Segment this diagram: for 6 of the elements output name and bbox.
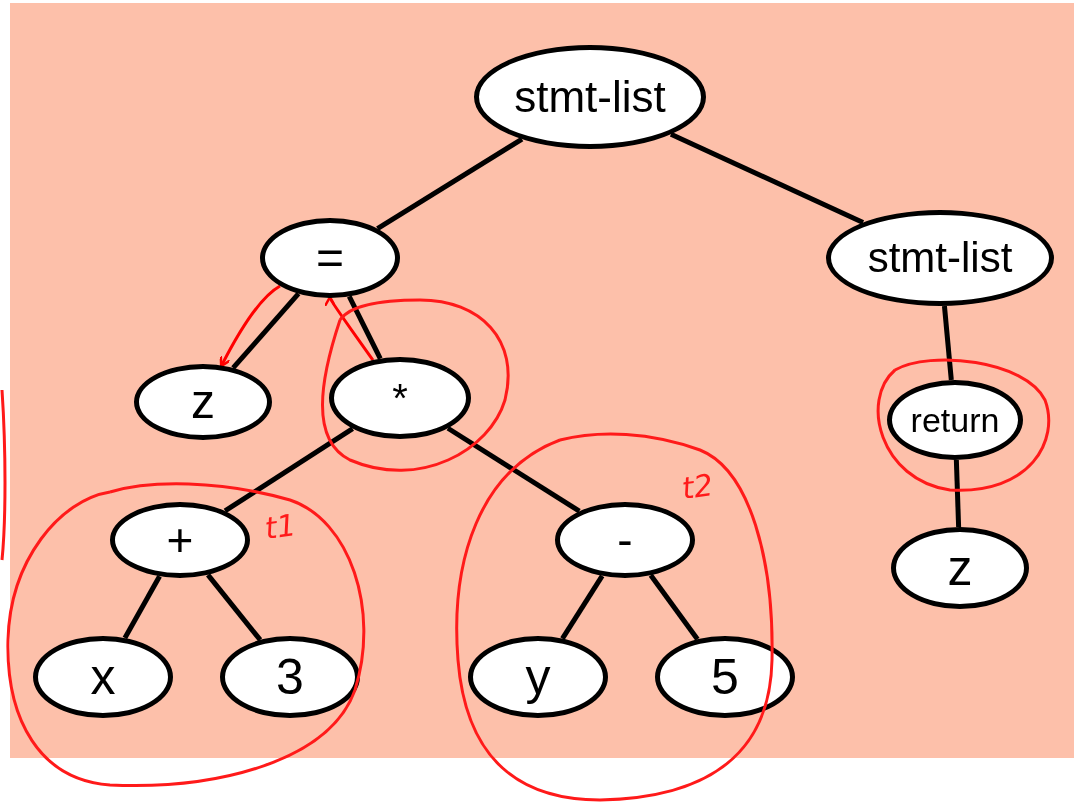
tree-edge [669, 131, 865, 225]
tree-edge [376, 137, 524, 231]
handwritten-label: t2 [680, 470, 715, 504]
handwritten-label: t1 [263, 510, 298, 544]
tree-edge [953, 459, 962, 528]
tree-edge [941, 305, 954, 381]
